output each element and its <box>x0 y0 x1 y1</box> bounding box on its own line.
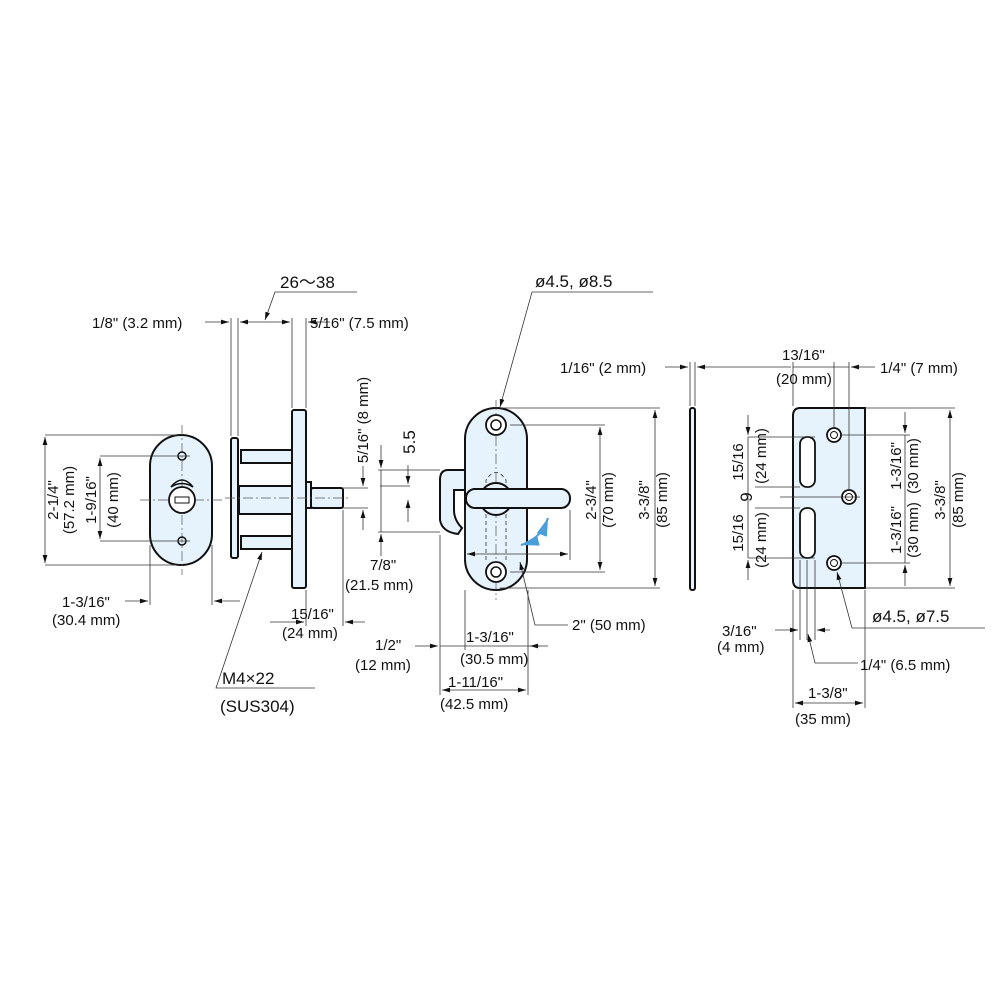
width-in-label: 1-3/8" <box>808 685 848 702</box>
slot-len-top-label: 15/16 <box>730 443 747 481</box>
mount-hole <box>826 555 842 571</box>
dimension-line <box>807 633 858 664</box>
shaft-dia-label: 5/16" (8 mm) <box>355 377 372 463</box>
hook-in-label: 7/8" <box>370 557 396 574</box>
dimension-line <box>836 571 985 629</box>
slot <box>799 436 816 488</box>
screw-material-label: (SUS304) <box>220 697 295 716</box>
screw-pitch-in-label: 1-9/16" <box>83 476 100 524</box>
hole-dia-label: ø4.5, ø8.5 <box>535 272 612 291</box>
width-in-label: 1-3/16" <box>62 594 110 611</box>
height-mm-label: (85 mm) <box>654 472 671 528</box>
mount-hole <box>485 414 507 436</box>
height-mm-label: (57.2 mm) <box>61 466 78 534</box>
slot-len-bottom-label: 15/16 <box>730 514 747 552</box>
pitch-top-in-label: 1-3/16" <box>888 442 905 490</box>
post <box>240 535 293 550</box>
projection-in-label: 15/16" <box>291 606 334 623</box>
width-mm-label: (30.4 mm) <box>52 612 120 629</box>
dimension-line <box>519 561 568 626</box>
projection-mm-label: (24 mm) <box>282 625 338 642</box>
pitch-in-label: 2-3/4" <box>583 480 600 520</box>
strike-plate-side <box>689 407 696 591</box>
height-in-label: 2-1/4" <box>45 480 62 520</box>
plate-thickness-label: 1/8" (3.2 mm) <box>92 315 182 332</box>
escutcheon-view: 2-1/4" (57.2 mm) 1-9/16" (40 mm) 1-3/16"… <box>42 425 240 629</box>
dimension-line <box>264 291 357 321</box>
slot-edge-mm-label: (4 mm) <box>717 639 765 656</box>
offset-label: 5.5 <box>400 430 419 454</box>
hole-dia-label: ø4.5, ø7.5 <box>872 607 949 626</box>
center-hole-offset-label: 1/4" (7 mm) <box>880 360 958 377</box>
slot <box>799 507 816 559</box>
side-view: 1/8" (3.2 mm) 5/16" (7.5 mm) 26〜38 5/16"… <box>92 273 409 716</box>
lever-handle <box>465 488 571 509</box>
mount-hole <box>485 561 507 583</box>
post <box>240 449 293 464</box>
dimension-line <box>215 551 315 689</box>
slot-edge-in-label: 3/16" <box>722 623 757 640</box>
door-thickness-range-label: 26〜38 <box>280 273 335 292</box>
overall-mm-label: (42.5 mm) <box>440 696 508 713</box>
strike-view: 1/16" (2 mm) 13/16" (20 mm) 1/4" (7 mm) … <box>560 347 985 728</box>
base-thickness-label: 5/16" (7.5 mm) <box>310 315 409 332</box>
hook-mm-label: (21.5 mm) <box>345 577 413 594</box>
dimension-line <box>499 291 653 408</box>
key-cylinder <box>168 486 196 514</box>
mount-hole <box>826 427 842 443</box>
latch-hook <box>439 469 466 536</box>
height-in-label: 3-3/8" <box>636 480 653 520</box>
pitch-bottom-mm-label: (30 mm) <box>905 502 922 558</box>
pitch-top-mm-label: (30 mm) <box>905 438 922 494</box>
slot-len-bottom-mm-label: (24 mm) <box>753 512 770 568</box>
rotation-arrow-icon <box>520 517 549 546</box>
lever-length-label: 2" (50 mm) <box>572 617 646 634</box>
hole-offset-mm-label: (20 mm) <box>776 371 832 388</box>
hook-offset-mm-label: (12 mm) <box>355 657 411 674</box>
base-plate <box>291 409 307 589</box>
screw-pitch-mm-label: (40 mm) <box>105 472 122 528</box>
cylinder-body <box>238 485 293 515</box>
handle-view: ø4.5, ø8.5 2-3/4" (70 mm) 3-3/8" (85 mm)… <box>345 272 671 713</box>
indicator-window <box>170 479 194 488</box>
width-mm-label: (30.5 mm) <box>460 651 528 668</box>
pitch-bottom-in-label: 1-3/16" <box>888 506 905 554</box>
slot-gap-label: 9 <box>737 492 756 501</box>
hook-offset-in-label: 1/2" <box>375 637 401 654</box>
height-mm-label: (85 mm) <box>950 472 967 528</box>
thickness-label: 1/16" (2 mm) <box>560 360 646 377</box>
width-mm-label: (35 mm) <box>795 711 851 728</box>
width-in-label: 1-3/16" <box>466 629 514 646</box>
slot-len-top-mm-label: (24 mm) <box>753 428 770 484</box>
pitch-mm-label: (70 mm) <box>600 472 617 528</box>
slot-width-label: 1/4" (6.5 mm) <box>860 657 950 674</box>
overall-in-label: 1-11/16" <box>448 674 503 691</box>
hole-offset-in-label: 13/16" <box>782 347 825 364</box>
screw-spec-label: M4×22 <box>222 669 274 688</box>
height-in-label: 3-3/8" <box>932 480 949 520</box>
